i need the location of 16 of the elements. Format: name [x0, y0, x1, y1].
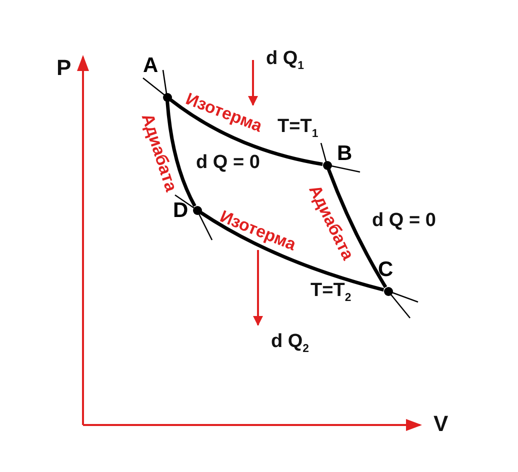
point-label: D — [173, 200, 188, 221]
point-label: A — [143, 55, 158, 76]
heat-label: d Q = 0 — [196, 152, 260, 172]
process-curve — [170, 98, 323, 166]
process-curve — [200, 211, 384, 292]
temperature-label: T=T$_{1}$ — [278, 116, 318, 140]
point-label: C — [378, 259, 394, 280]
axis-label: P — [56, 57, 72, 79]
heat-label: d Q$_{2}$ — [271, 332, 310, 355]
heat-label: d Q$_{1}$ — [266, 48, 304, 72]
heat-label: d Q = 0 — [372, 210, 436, 230]
temperature-label: T=T$_{2}$ — [310, 280, 352, 304]
process-curve — [326, 168, 388, 288]
point-label: B — [337, 143, 352, 164]
axis-label: V — [434, 413, 448, 435]
process-curve — [166, 101, 196, 207]
